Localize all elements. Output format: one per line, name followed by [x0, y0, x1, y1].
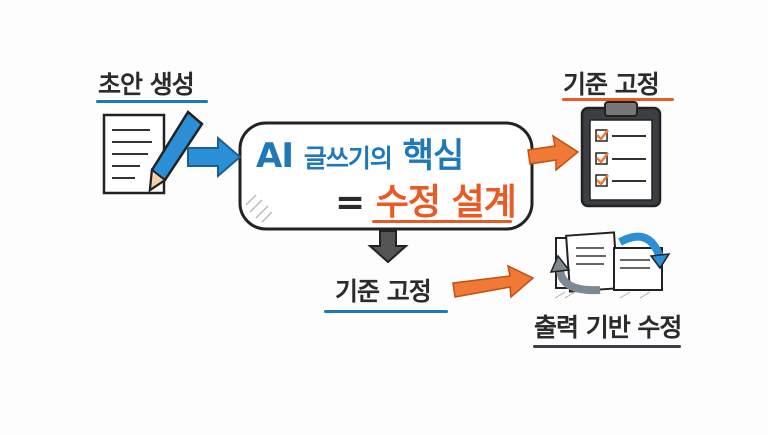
criteria-top-underline	[562, 98, 674, 101]
center-highlight: 수정 설계	[375, 182, 517, 223]
arrow-right-icon	[527, 134, 580, 172]
revision-cycle-icon	[549, 231, 671, 299]
highlight-underline	[372, 220, 512, 223]
arrow-right-icon	[187, 135, 242, 179]
document-pencil-icon	[102, 110, 204, 195]
criteria-bottom-underline	[324, 310, 448, 313]
center-title-prefix: AI	[256, 136, 294, 176]
center-box	[238, 121, 534, 231]
arrow-down-icon	[367, 230, 409, 264]
draft-label: 초안 생성	[98, 70, 195, 99]
criteria-bottom-label: 기준 고정	[335, 277, 432, 306]
criteria-top-label: 기준 고정	[563, 70, 660, 99]
output-revision-label: 출력 기반 수정	[534, 313, 682, 342]
output-revision-underline	[533, 345, 681, 348]
center-equation: = 수정 설계	[335, 173, 517, 225]
center-title-suffix: 핵심	[402, 136, 465, 176]
arrow-right-icon	[452, 264, 535, 299]
equals-sign: =	[335, 182, 365, 223]
clipboard-checklist-icon	[580, 101, 662, 208]
center-title-middle: 글쓰기의	[303, 144, 393, 173]
center-title: AI 글쓰기의 핵심	[256, 128, 465, 177]
draft-underline	[96, 100, 208, 103]
